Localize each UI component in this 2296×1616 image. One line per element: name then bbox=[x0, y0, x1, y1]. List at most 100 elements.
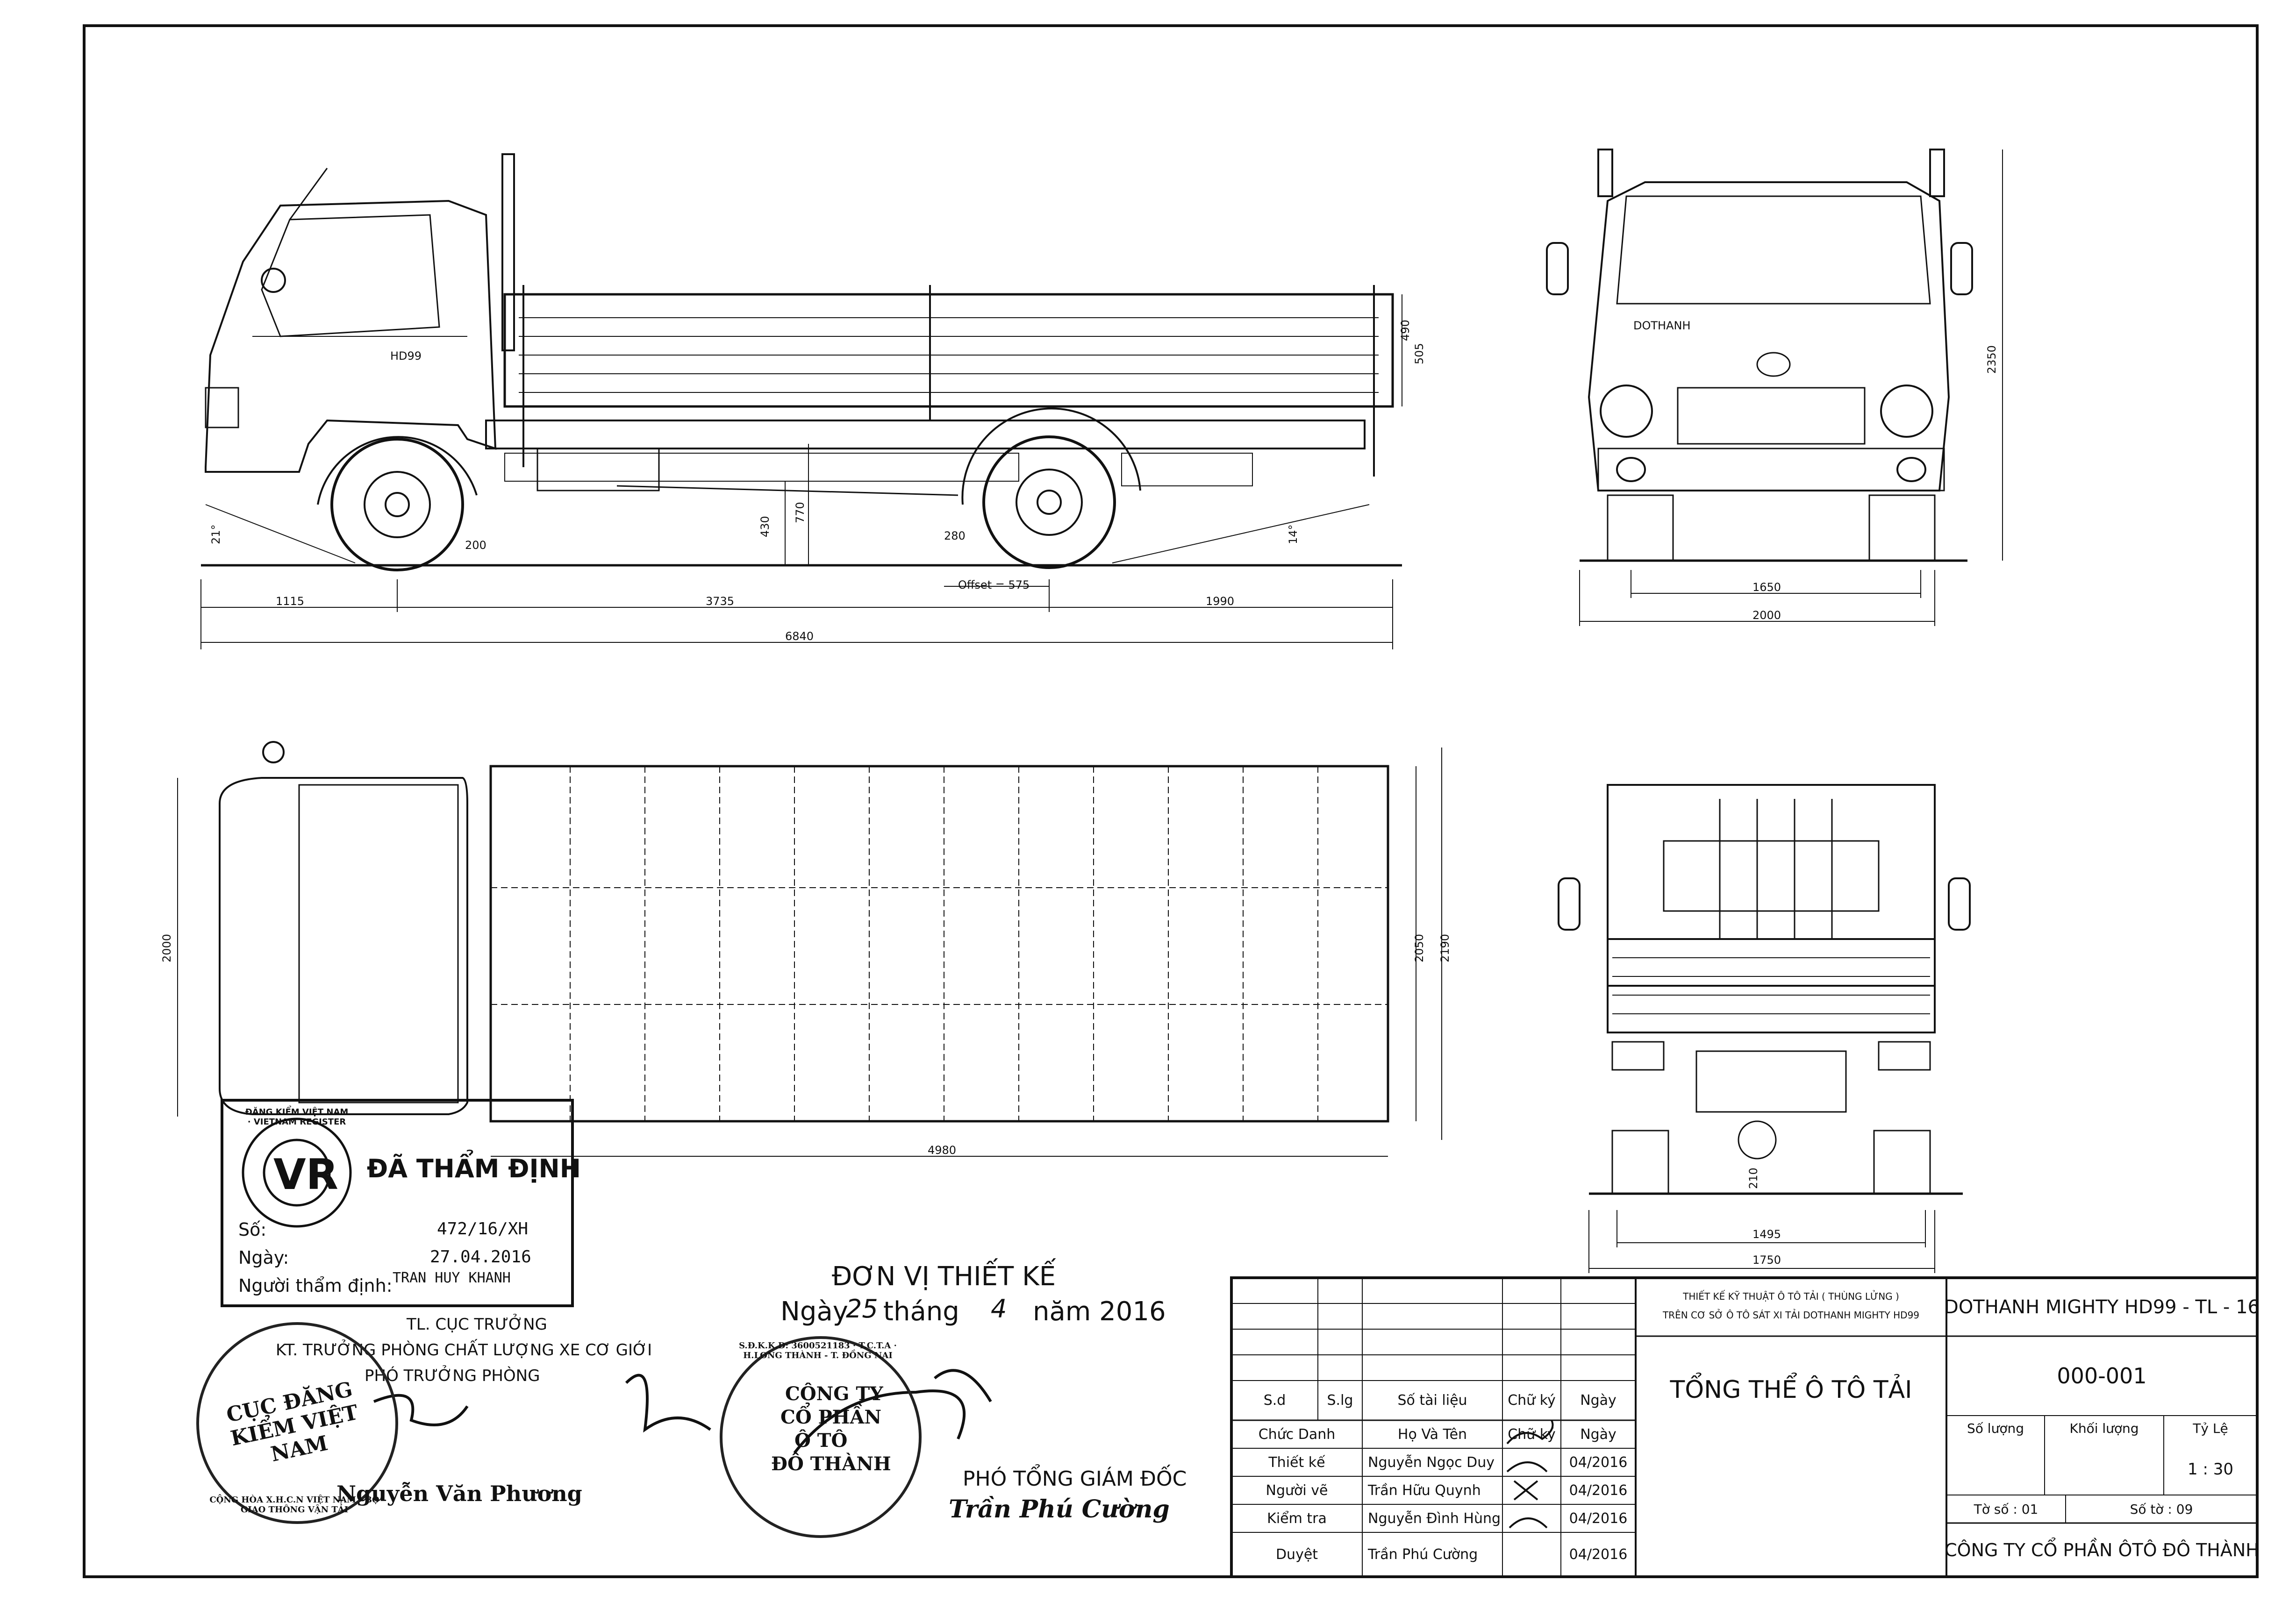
top-mirror bbox=[262, 741, 285, 763]
authority-seal bbox=[196, 1322, 398, 1524]
angle-front: 21° bbox=[209, 524, 222, 544]
designer-seal-ring: S.Đ.K.K.D: 3600521183 · T.C.T.A · H.LONG… bbox=[739, 1341, 897, 1360]
fuel-tank bbox=[536, 448, 660, 491]
tb-header-so-tai-lieu: Số tài liệu bbox=[1397, 1392, 1467, 1409]
tb-company: CÔNG TY CỔ PHẦN ÔTÔ ĐÔ THÀNH bbox=[1945, 1539, 2259, 1560]
tb-scale: 1 : 30 bbox=[2188, 1460, 2233, 1479]
dim-6840: 6840 bbox=[785, 630, 814, 643]
rear-wheel bbox=[961, 407, 1141, 569]
dim-4980: 4980 bbox=[928, 1144, 956, 1157]
vr-logo-text: VR bbox=[273, 1150, 338, 1199]
tb-signature-1 bbox=[1506, 1420, 1554, 1445]
tb-sub-ngay: Ngày bbox=[1580, 1426, 1616, 1443]
dim-505: 505 bbox=[1413, 343, 1426, 364]
top-cargo-bed bbox=[489, 765, 1389, 1123]
authority-line1: TL. CỤC TRƯỞNG bbox=[407, 1315, 547, 1334]
front-view bbox=[1546, 149, 2003, 626]
designer-day: 25 bbox=[846, 1294, 878, 1324]
approval-inspector-label: Người thẩm định: bbox=[238, 1275, 393, 1296]
rear-mirror-left bbox=[1558, 877, 1581, 931]
tb-row-name: Trần Phú Cường bbox=[1368, 1546, 1478, 1563]
rear-tailgate bbox=[1607, 938, 1936, 1033]
dim-1115: 1115 bbox=[276, 595, 304, 608]
tb-row-name: Trần Hữu Quynh bbox=[1368, 1482, 1481, 1499]
tb-row-role: Duyệt bbox=[1275, 1546, 1318, 1563]
tb-row-name: Nguyễn Ngọc Duy bbox=[1368, 1454, 1495, 1471]
vr-logo-ring: ĐĂNG KIỂM VIỆT NAM · VIETNAM REGISTER bbox=[245, 1107, 349, 1127]
tb-row-date: 04/2016 bbox=[1569, 1482, 1628, 1499]
authority-signature bbox=[373, 1374, 711, 1433]
top-cab-roof bbox=[298, 784, 459, 1103]
dim-3735: 3735 bbox=[706, 595, 734, 608]
sheet-border bbox=[83, 24, 2259, 1578]
dim-280: 280 bbox=[944, 529, 966, 542]
tb-row-role: Người vẽ bbox=[1266, 1482, 1328, 1499]
dim-1650: 1650 bbox=[1752, 581, 1781, 594]
dim-2350: 2350 bbox=[1985, 345, 1998, 374]
tb-header-slg: S.lg bbox=[1327, 1392, 1353, 1409]
dim-430: 430 bbox=[758, 516, 772, 537]
designer-year: năm 2016 bbox=[1033, 1296, 1166, 1327]
designer-seal-center-3: Ô TÔ bbox=[794, 1430, 848, 1452]
mirror-left bbox=[1546, 242, 1569, 295]
tb-to-so: Tờ số : 01 bbox=[1974, 1501, 2039, 1517]
dim-1990: 1990 bbox=[1206, 595, 1234, 608]
front-cab-outline bbox=[1588, 181, 1950, 491]
authority-seal-ring: CỘNG HÒA X.H.C.N VIỆT NAM · BỘ GIAO THÔN… bbox=[209, 1495, 379, 1515]
rear-mirror-right bbox=[1948, 877, 1971, 931]
designer-signer: Trần Phú Cường bbox=[949, 1495, 1170, 1523]
rear-underrun bbox=[1695, 1050, 1847, 1113]
approval-ngay-label: Ngày: bbox=[238, 1247, 289, 1268]
designer-seal-center-1: CÔNG TY bbox=[785, 1383, 883, 1405]
tb-so-luong: Số lượng bbox=[1967, 1421, 2024, 1436]
tb-drawing-no: 000-001 bbox=[2057, 1363, 2147, 1388]
tb-model: DOTHANH MIGHTY HD99 - TL - 16 bbox=[1944, 1296, 2260, 1318]
title-block-grid bbox=[1230, 1276, 2259, 1578]
front-bumper bbox=[1597, 448, 1945, 491]
tb-row-role: Kiểm tra bbox=[1267, 1510, 1327, 1527]
top-view bbox=[177, 741, 1442, 1157]
cab-window bbox=[261, 214, 440, 337]
tb-drawing-title: TỔNG THỂ Ô TÔ TẢI bbox=[1670, 1376, 1912, 1404]
designer-seal-center-2: CỔ PHẦN bbox=[780, 1406, 882, 1428]
angle-rear: 14° bbox=[1287, 524, 1300, 544]
chassis-frame bbox=[485, 420, 1366, 449]
tb-signature-4 bbox=[1509, 1517, 1548, 1529]
authority-signer: Nguyễn Văn Phương bbox=[336, 1481, 582, 1506]
approval-title: ĐÃ THẨM ĐỊNH bbox=[367, 1154, 581, 1183]
dim-2000-top: 2000 bbox=[160, 934, 173, 962]
designer-seal-center-4: ĐÔ THÀNH bbox=[771, 1453, 891, 1475]
headlight-right bbox=[1880, 384, 1933, 438]
cab-outline bbox=[205, 199, 497, 473]
dim-2190: 2190 bbox=[1438, 934, 1452, 962]
side-view bbox=[200, 153, 1402, 649]
rear-view bbox=[1558, 784, 1971, 1273]
designer-date-prefix: Ngày bbox=[780, 1296, 848, 1327]
tb-row-role: Thiết kế bbox=[1268, 1454, 1325, 1471]
model-badge: HD99 bbox=[390, 349, 422, 363]
tb-signature-3 bbox=[1513, 1480, 1538, 1501]
tb-row-date: 04/2016 bbox=[1569, 1454, 1628, 1471]
windshield bbox=[1616, 195, 1931, 305]
mirror-right bbox=[1950, 242, 1973, 295]
tb-signature-2 bbox=[1506, 1461, 1548, 1473]
dim-770: 770 bbox=[794, 502, 807, 523]
tb-so-to: Số tờ : 09 bbox=[2130, 1501, 2193, 1517]
approval-stamp-box bbox=[221, 1099, 574, 1307]
designer-month: 4 bbox=[991, 1294, 1007, 1324]
tb-ty-le: Tỷ Lệ bbox=[2193, 1421, 2228, 1436]
dim-490: 490 bbox=[1399, 320, 1412, 341]
designer-thang: tháng bbox=[883, 1296, 959, 1327]
dim-1495: 1495 bbox=[1752, 1228, 1781, 1241]
tb-header-sd: S.d bbox=[1263, 1392, 1286, 1409]
cargo-body bbox=[503, 293, 1394, 408]
approval-inspector-value: TRAN HUY KHANH bbox=[393, 1270, 511, 1286]
grille bbox=[1677, 387, 1866, 445]
rear-axle bbox=[1738, 1120, 1777, 1160]
approval-so-label: Số: bbox=[238, 1219, 267, 1240]
tb-khoi-luong: Khối lượng bbox=[2069, 1421, 2139, 1436]
tb-sub-ho-va-ten: Họ Và Tên bbox=[1397, 1426, 1467, 1443]
exhaust-stack bbox=[501, 153, 515, 351]
dim-200-side: 200 bbox=[465, 539, 486, 552]
